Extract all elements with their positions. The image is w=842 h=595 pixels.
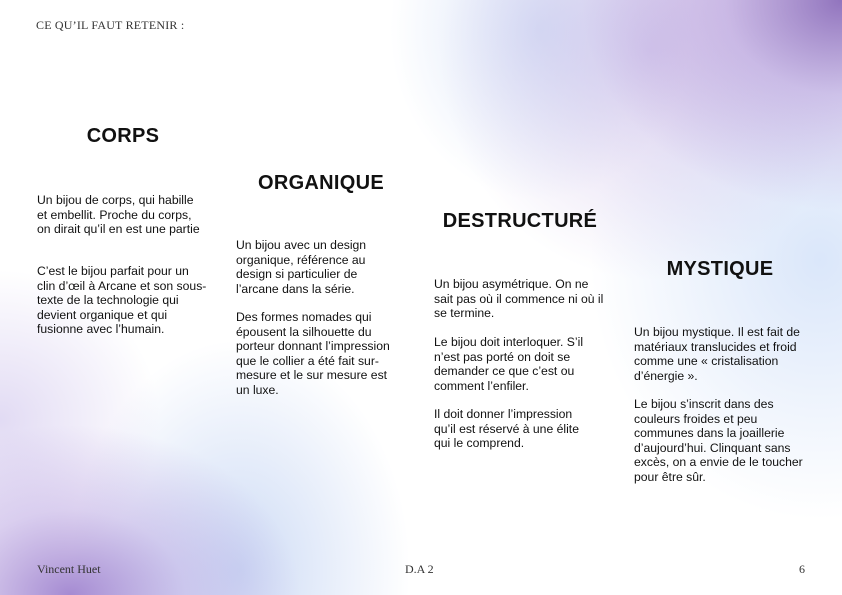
column-title: MYSTIQUE [666, 258, 774, 280]
column-title: ORGANIQUE [257, 172, 385, 194]
section-header: CE QU’IL FAUT RETENIR : [36, 18, 185, 32]
column-paragraph: Le bijou s’inscrit dans des couleurs fro… [634, 397, 803, 484]
footer-course: D.A 2 [405, 562, 434, 576]
column-paragraph: Un bijou mystique. Il est fait de matéri… [634, 325, 800, 383]
column-title: CORPS [86, 125, 160, 147]
column-paragraph: Il doit donner l’impression qu’il est ré… [434, 407, 579, 450]
column-paragraph: Le bijou doit interloquer. S’il n’est pa… [434, 335, 584, 393]
page-number: 6 [799, 562, 805, 576]
footer-author: Vincent Huet [37, 562, 101, 576]
column-title: DESTRUCTURÉ [442, 210, 598, 232]
column-paragraph: Un bijou asymétrique. On ne sait pas où … [434, 277, 604, 320]
column-paragraph: Un bijou de corps, qui habille et embell… [37, 193, 200, 236]
column-paragraph: Des formes nomades qui épousent la silho… [236, 310, 390, 397]
column-paragraph: C’est le bijou parfait pour un clin d’œi… [37, 264, 207, 336]
column-paragraph: Un bijou avec un design organique, référ… [236, 238, 367, 296]
